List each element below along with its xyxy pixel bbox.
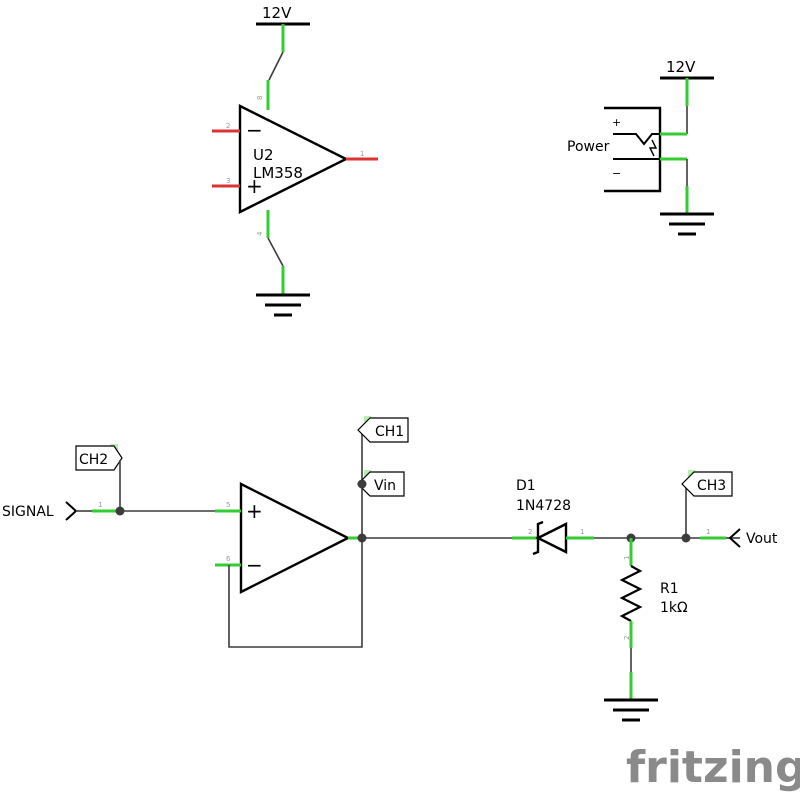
ch2-label: CH2 (79, 452, 108, 468)
power-symbol-12v-right: 12V (660, 58, 714, 106)
u2-plus-sign: + (246, 174, 263, 198)
wire-12v-to-pin8 (268, 51, 284, 81)
power-jack-body (604, 106, 662, 193)
jack-minus-sign: − (612, 167, 621, 180)
pin-number-4: 4 (256, 231, 264, 236)
opamp-buffer-body (239, 482, 351, 594)
wire-pin4-to-gnd (267, 237, 284, 267)
net-label-ch2: CH2 (75, 444, 123, 471)
pin-number-3: 3 (226, 177, 230, 185)
u2-minus-sign: − (246, 118, 263, 142)
ground-symbol-r1 (604, 672, 658, 722)
signal-pin-number: 1 (98, 501, 102, 509)
fritzing-logo: fritzing (626, 742, 800, 793)
vout-arrow-icon (728, 528, 741, 548)
power-jack-label: Power (567, 139, 610, 155)
diode-triangle (535, 522, 568, 554)
ch1-label: CH1 (375, 424, 404, 440)
signal-label: SIGNAL (2, 504, 54, 520)
power-label-12v-right: 12V (666, 58, 696, 76)
net-label-ch1: CH1 (357, 416, 409, 443)
junction-vin (357, 479, 367, 489)
pin-number-5: 5 (226, 501, 230, 509)
resistor-zigzag (619, 565, 643, 622)
signal-arrow-icon (65, 501, 78, 521)
net-label-ch3: CH3 (681, 470, 733, 497)
resistor-value-label: 1kΩ (660, 600, 688, 616)
lightning-icon (648, 139, 658, 157)
buffer-plus-sign: + (246, 499, 263, 523)
opamp-buffer: 5 6 + − (215, 482, 362, 594)
resistor-pin1: 1 (623, 556, 631, 560)
opamp-u2-body (238, 104, 349, 214)
pin-number-8: 8 (256, 96, 264, 100)
u2-part-label: LM358 (253, 164, 303, 182)
signal-input-port: SIGNAL 1 (2, 501, 118, 521)
resistor-pin2: 2 (623, 636, 631, 640)
buffer-minus-sign: − (246, 553, 263, 577)
ground-symbol-jack (660, 186, 714, 236)
pin-number-1: 1 (360, 150, 364, 158)
jack-plus-sign: + (612, 116, 621, 129)
diode-part-label: 1N4728 (516, 498, 571, 514)
power-label-12v-top: 12V (262, 4, 292, 22)
opamp-u2: 2 3 1 − + U2 LM358 (212, 104, 378, 214)
resistor-r1: 1 2 R1 1kΩ (619, 538, 688, 648)
vout-label: Vout (746, 531, 778, 547)
diode-pin-k: 1 (580, 528, 584, 536)
net-label-vin: Vin (357, 470, 405, 497)
resistor-ref-label: R1 (660, 581, 679, 597)
vin-label: Vin (374, 478, 396, 494)
ground-symbol-top (256, 266, 310, 317)
vout-pin-number: 1 (706, 528, 710, 536)
diode-d1: 2 1 D1 1N4728 (512, 478, 594, 556)
diode-ref-label: D1 (516, 478, 536, 494)
ch3-label: CH3 (697, 478, 726, 494)
diode-pin-a: 2 (528, 528, 532, 536)
pin-number-2: 2 (226, 122, 230, 130)
power-jack: + − Power (567, 106, 687, 193)
diode-zener-bar (532, 520, 544, 556)
pin-number-6: 6 (226, 555, 231, 563)
power-symbol-12v-top: 12V (256, 4, 310, 52)
u2-ref-label: U2 (253, 146, 274, 164)
wire-feedback (228, 538, 363, 648)
vout-output-port: 1 Vout (700, 528, 778, 548)
